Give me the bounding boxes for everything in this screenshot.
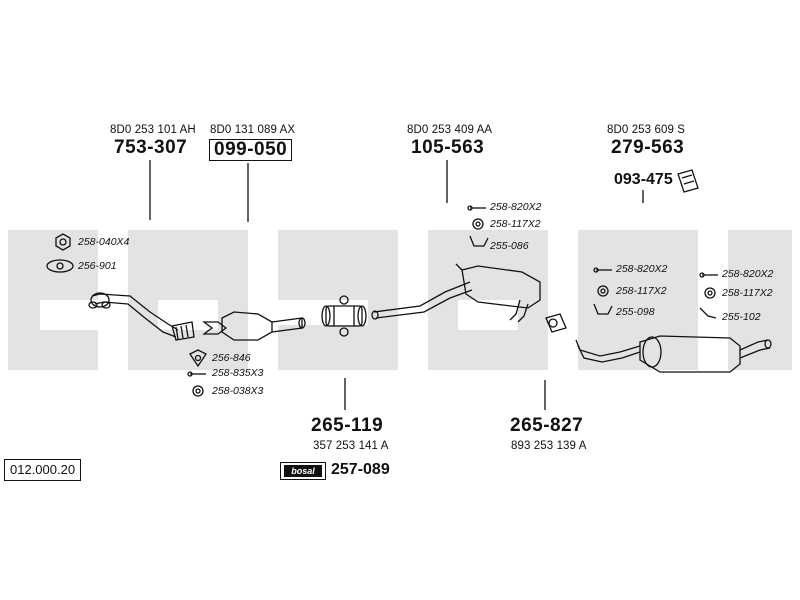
oem-rear-silencer: 8D0 253 609 S bbox=[607, 124, 686, 136]
bosal-logo-text: bosal bbox=[284, 465, 322, 477]
part-rear-silencer: 279-563 bbox=[611, 137, 685, 158]
part-catalyst: 099-050 bbox=[209, 139, 293, 161]
acc-cat-bolt: 258-835X3 bbox=[212, 367, 264, 379]
diagram-reference: 012.000.20 bbox=[4, 459, 82, 481]
connector-1-drawing bbox=[321, 295, 367, 337]
connector-2-drawing bbox=[545, 313, 567, 333]
clamp-icon-mid bbox=[469, 235, 489, 247]
bolt-icon-rear1 bbox=[593, 267, 612, 273]
gasket-icon-front bbox=[46, 259, 74, 273]
acc-rear2-hanger: 255-102 bbox=[722, 311, 761, 323]
part-heat-shield: 093-475 bbox=[614, 171, 673, 188]
bolt-icon-rear2 bbox=[699, 272, 718, 278]
acc-front-nut: 258-040X4 bbox=[78, 236, 130, 248]
clamp-icon-rear1 bbox=[593, 303, 613, 315]
bosal-logo-badge: bosal bbox=[280, 462, 326, 480]
oem-front-pipe: 8D0 253 101 AH bbox=[110, 124, 196, 136]
acc-rear1-nut: 258-117X2 bbox=[616, 285, 667, 297]
acc-mid-nut: 258-117X2 bbox=[490, 218, 541, 230]
oem-catalyst: 8D0 131 089 AX bbox=[210, 124, 296, 136]
acc-front-gasket: 256-901 bbox=[78, 260, 117, 272]
oem-middle-silencer: 8D0 253 409 AA bbox=[407, 124, 493, 136]
part-front-pipe: 753-307 bbox=[114, 137, 188, 158]
acc-cat-nut: 258-038X3 bbox=[212, 385, 264, 397]
acc-rear1-clamp: 255-098 bbox=[616, 306, 655, 318]
oem-connector-1: 357 253 141 A bbox=[313, 440, 389, 452]
bosal-watermark bbox=[8, 230, 792, 370]
nut-icon-rear1 bbox=[597, 285, 609, 297]
nut-icon-mid bbox=[472, 218, 484, 230]
acc-mid-bolt: 258-820X2 bbox=[490, 201, 542, 213]
front-pipe-drawing bbox=[88, 292, 195, 341]
bolt-icon-cat bbox=[187, 371, 206, 377]
part-connector-1: 265-119 bbox=[311, 415, 384, 436]
middle-silencer-drawing bbox=[371, 263, 541, 323]
heat-shield-drawing bbox=[677, 169, 699, 193]
gasket-icon-cat bbox=[189, 349, 207, 368]
part-middle-silencer: 105-563 bbox=[411, 137, 485, 158]
acc-rear2-bolt: 258-820X2 bbox=[722, 268, 774, 280]
part-connector-2: 265-827 bbox=[510, 415, 584, 436]
nut-icon-front bbox=[55, 233, 71, 251]
nut-icon-rear2 bbox=[704, 287, 716, 299]
acc-cat-gasket: 256-846 bbox=[212, 352, 251, 364]
acc-rear2-nut: 258-117X2 bbox=[722, 287, 773, 299]
part-mounting-kit: 257-089 bbox=[331, 461, 390, 478]
hanger-icon-rear2 bbox=[699, 307, 717, 319]
acc-rear1-bolt: 258-820X2 bbox=[616, 263, 668, 275]
acc-mid-clamp: 255-086 bbox=[490, 240, 529, 252]
rear-silencer-drawing bbox=[575, 335, 772, 373]
nut-icon-cat bbox=[192, 385, 204, 397]
bolt-icon-mid bbox=[467, 205, 486, 211]
oem-connector-2: 893 253 139 A bbox=[511, 440, 587, 452]
catalyst-drawing bbox=[202, 311, 306, 341]
